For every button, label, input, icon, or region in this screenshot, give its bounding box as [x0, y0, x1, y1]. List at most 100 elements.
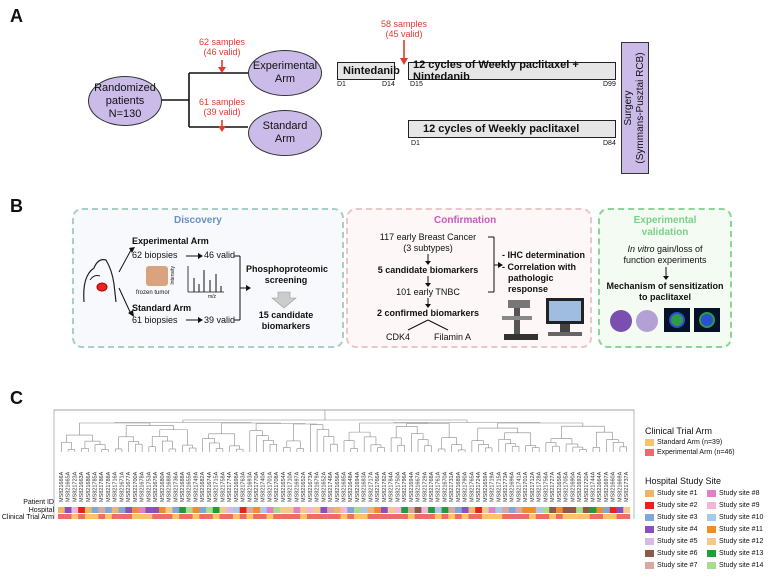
- patient-id-label: MS821736A: [173, 471, 179, 502]
- legend-experimental-arm: Experimental Arm (n=46): [645, 449, 735, 456]
- trial-arm-cell: [555, 514, 563, 519]
- trial-arm-cell: [132, 514, 139, 519]
- site-swatch: [645, 562, 654, 569]
- patient-id-label: MS821768A: [429, 471, 435, 502]
- hospital-cell: [502, 507, 510, 513]
- hospital-cell: [387, 507, 395, 513]
- hospital-cell: [132, 507, 139, 513]
- patient-id-label: MS821694A: [409, 471, 415, 502]
- d15-samples-label: 58 samples(45 valid): [380, 19, 428, 39]
- trial-arm-cell: [306, 514, 314, 519]
- patient-id-label: MS821712A: [530, 471, 536, 502]
- patient-id-label: MS821655A: [187, 471, 193, 502]
- patient-id-label: MS821648A: [348, 471, 354, 502]
- hospital-cell: [286, 507, 294, 513]
- trial-arm-legend-title: Clinical Trial Arm: [645, 426, 713, 436]
- trial-arm-cell: [91, 514, 99, 519]
- legend-site-1: Study site #1: [645, 490, 697, 497]
- ihc-label: - IHC determination: [502, 250, 586, 260]
- trial-arm-cell: [158, 514, 166, 519]
- hospital-cell: [475, 507, 483, 513]
- legend-site-8: Study site #8: [707, 490, 759, 497]
- patient-id-label: MS821678A: [140, 471, 146, 502]
- conf-line5: 2 confirmed biomarkers: [376, 308, 480, 318]
- legend-standard-arm: Standard Arm (n=39): [645, 439, 722, 446]
- trial-arm-cell: [320, 514, 328, 519]
- patient-id-label: MS821683A: [362, 471, 368, 502]
- trial-arm-cell: [313, 514, 321, 519]
- patient-id-label: MS821788A: [106, 471, 112, 502]
- discovery-arrows: [118, 247, 297, 323]
- surgery-box: Surgery (Symmans-Pusztai RCB): [621, 42, 649, 174]
- trial-arm-cell: [232, 514, 240, 519]
- legend-site-2: Study site #2: [645, 502, 697, 509]
- trial-arm-cell: [286, 514, 294, 519]
- patient-id-label: MS821774A: [227, 471, 233, 502]
- patient-id-label: MS821705A: [564, 471, 570, 502]
- trial-arm-cell: [455, 514, 462, 519]
- patient-id-label: MS821688A: [180, 471, 186, 502]
- trial-arm-cell: [603, 514, 611, 519]
- trial-arm-cell: [495, 514, 503, 519]
- patient-id-label: MS821694A: [355, 471, 361, 502]
- site-swatch: [707, 490, 716, 497]
- hospital-cell: [529, 507, 536, 513]
- hospital-cell: [313, 507, 321, 513]
- hospital-cell: [374, 507, 382, 513]
- trial-arm-cell: [508, 514, 516, 519]
- trial-arm-cell: [354, 514, 362, 519]
- hospital-cell: [206, 507, 213, 513]
- patient-id-label: MS821685A: [342, 471, 348, 502]
- trial-arm-cell: [394, 514, 402, 519]
- trial-arm-cell: [152, 514, 160, 519]
- patient-id-label: MS821748A: [328, 471, 334, 502]
- hospital-cell: [320, 507, 328, 513]
- patient-id-label: MS821790A: [463, 471, 469, 502]
- patient-id-label: MS821731A: [449, 471, 455, 502]
- hospital-cell: [333, 507, 341, 513]
- hospital-cell: [562, 507, 570, 513]
- patient-id-label: MS821659A: [483, 471, 489, 502]
- patient-id-label: MS821663A: [79, 471, 85, 502]
- hospital-cell: [306, 507, 314, 513]
- discovery-exp-biopsies: 62 biopsies: [132, 250, 178, 260]
- hospital-cell: [172, 507, 180, 513]
- conf-line4: 101 early TNBC: [396, 287, 460, 297]
- trial-arm-cell: [226, 514, 234, 519]
- row-label-patient-id: Patient ID: [23, 499, 54, 506]
- hospital-cell: [327, 507, 335, 513]
- tick-d1: D1: [337, 81, 346, 88]
- patient-id-label: MS821782A: [382, 471, 388, 502]
- trial-arm-cell: [347, 514, 355, 519]
- hospital-cell: [212, 507, 220, 513]
- patient-id-label: MS821728A: [537, 471, 543, 502]
- patient-id-label: MS821652A: [321, 471, 327, 502]
- patient-id-label: MS821688A: [167, 471, 173, 502]
- trial-arm-cell: [78, 514, 86, 519]
- patient-id-label: MS821750A: [395, 471, 401, 502]
- trial-arm-cell: [246, 514, 254, 519]
- standard-arm-swatch: [645, 439, 654, 446]
- patient-id-label: MS821715A: [214, 471, 220, 502]
- patient-id-label: MS821758A: [220, 471, 226, 502]
- trial-arm-cell: [616, 514, 624, 519]
- trial-arm-cell: [58, 514, 65, 519]
- confirmation-box: Confirmation 117 early Breast Cancer (3 …: [346, 208, 592, 348]
- hospital-cell: [414, 507, 422, 513]
- trial-arm-cell: [192, 514, 200, 519]
- site-swatch: [707, 550, 716, 557]
- site-swatch: [707, 502, 716, 509]
- trial-arm-cell: [273, 514, 281, 519]
- mz-label: m/z: [208, 294, 217, 300]
- validation-arrow: [663, 267, 669, 280]
- frozen-tumor-image: [146, 266, 168, 286]
- torso-icon: [83, 259, 117, 303]
- hospital-cell: [535, 507, 543, 513]
- site-swatch: [645, 526, 654, 533]
- hospital-cell: [138, 507, 146, 513]
- cdk4-label: CDK4: [386, 332, 411, 342]
- hospital-cell: [145, 507, 153, 513]
- trial-arm-cell: [522, 514, 530, 519]
